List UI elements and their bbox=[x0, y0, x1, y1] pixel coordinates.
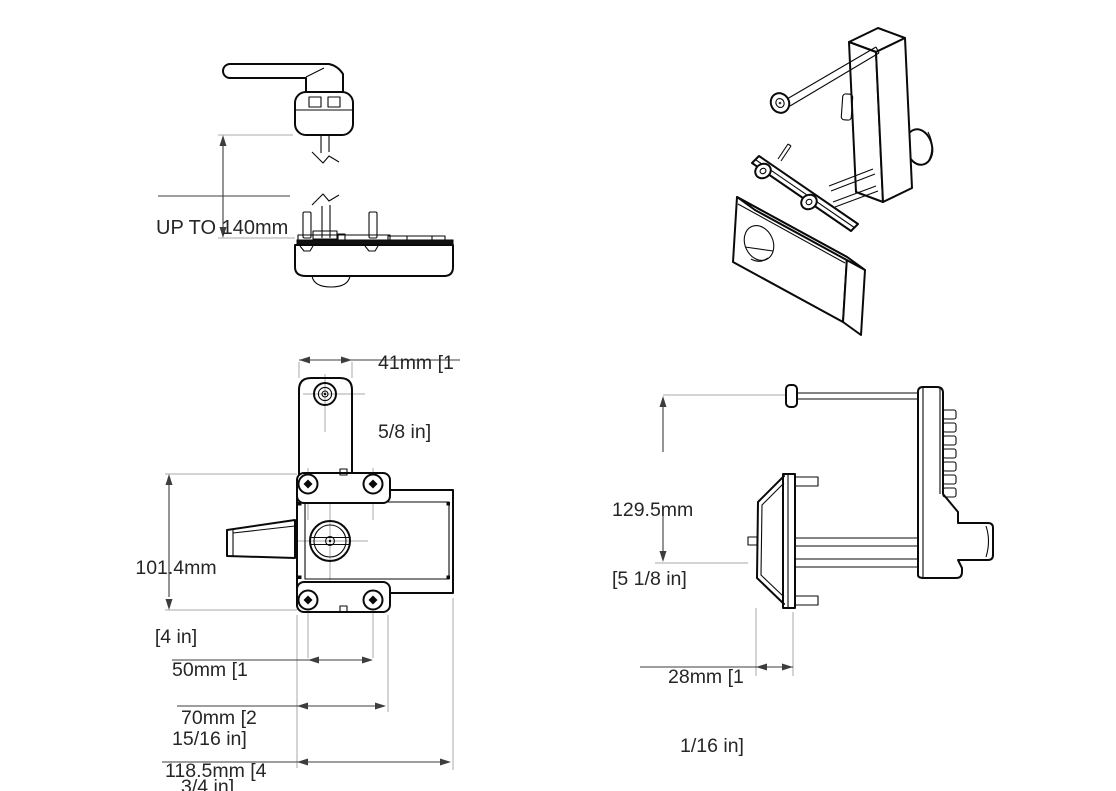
isometric-view bbox=[732, 27, 934, 336]
dim-101mm: 101.4mm [4 in] bbox=[135, 557, 217, 648]
front-view bbox=[162, 356, 460, 770]
dim-70mm: 70mm [2 3/4 in] bbox=[181, 707, 257, 791]
dim-41mm: 41mm [1 5/8 in] bbox=[378, 352, 454, 443]
dim-28mm: 28mm [1 1/16 in] bbox=[668, 666, 744, 757]
dim-up-to-140mm-text: UP TO 140mm bbox=[156, 217, 289, 239]
exploded-side-view bbox=[158, 63, 454, 288]
side-view bbox=[640, 384, 994, 676]
dim-50mm: 50mm [1 15/16 in] bbox=[172, 659, 248, 750]
dim-up-to-140mm: UP TO 140mm bbox=[156, 171, 288, 263]
dim-129mm: 129.5mm [5 1/8 in] bbox=[612, 499, 694, 590]
dim-118mm: 118.5mm [4 11/16 in] bbox=[165, 760, 267, 782]
